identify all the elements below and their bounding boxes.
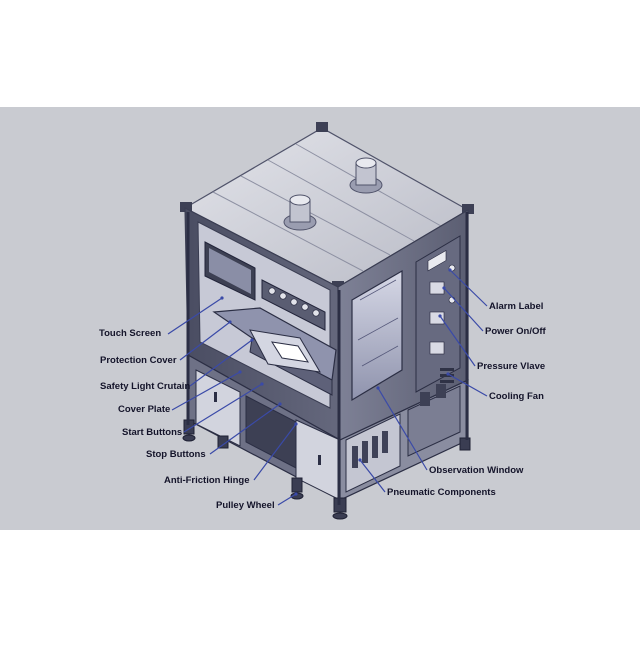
leader-line-anti-friction-hinge: [253, 423, 297, 481]
label-stop-buttons: Stop Buttons: [146, 449, 206, 460]
label-pressure-valve: Pressure Vlave: [477, 361, 546, 372]
label-safety-light-curtain: Safety Light Crutain: [100, 381, 191, 392]
label-observation-window: Observation Window: [429, 465, 524, 476]
leader-line-stop-buttons: [209, 403, 281, 455]
leader-dot-anti-friction-hinge: [294, 422, 298, 426]
label-protection-cover: Protection Cover: [100, 355, 177, 366]
label-pneumatic-components: Pneumatic Components: [387, 487, 496, 498]
leader-line-pressure-valve: [439, 315, 476, 367]
signal-tower-left: [283, 194, 317, 231]
cooling-fan-part: [440, 368, 454, 383]
leader-dot-safety-light-curtain: [250, 338, 254, 342]
leader-line-cooling-fan: [447, 373, 488, 397]
label-alarm-label: Alarm Label: [489, 301, 544, 312]
label-cover-plate: Cover Plate: [118, 404, 171, 415]
label-pulley-wheel: Pulley Wheel: [216, 500, 275, 511]
leader-dot-start-buttons: [260, 382, 264, 386]
leader-line-cover-plate: [171, 371, 241, 411]
leader-line-pneumatic-components: [359, 459, 386, 493]
leader-line-safety-light-curtain: [189, 339, 253, 387]
machine: [180, 122, 474, 520]
leader-line-observation-window: [377, 387, 428, 471]
leader-dot-pressure-valve: [438, 314, 442, 318]
leader-dot-alarm-label: [448, 268, 452, 272]
label-touch-screen: Touch Screen: [99, 328, 162, 339]
leader-dot-cooling-fan: [446, 372, 450, 376]
front-sub-cabinet: [195, 369, 241, 447]
leader-dot-pulley-wheel: [294, 492, 298, 496]
leader-line-touch-screen: [167, 297, 223, 335]
leader-dot-power-onoff: [442, 286, 446, 290]
leader-line-alarm-label: [449, 269, 488, 307]
leader-line-pulley-wheel: [277, 493, 297, 506]
leader-line-power-onoff: [443, 287, 484, 332]
signal-tower-right: [349, 157, 383, 194]
label-power-onoff: Power On/Off: [485, 326, 546, 337]
leader-dot-cover-plate: [238, 370, 242, 374]
leader-dot-stop-buttons: [278, 402, 282, 406]
label-cooling-fan: Cooling Fan: [489, 391, 544, 402]
leader-dot-protection-cover: [228, 320, 232, 324]
leader-lines: [167, 268, 488, 506]
leader-dot-observation-window: [376, 386, 380, 390]
label-start-buttons: Start Buttons: [122, 427, 183, 438]
label-anti-friction-hinge: Anti-Friction Hinge: [164, 475, 250, 486]
observation-window-part: [351, 269, 403, 402]
leader-line-start-buttons: [183, 383, 263, 433]
leader-dot-pneumatic-components: [358, 458, 362, 462]
leader-dot-touch-screen: [220, 296, 224, 300]
leader-line-protection-cover: [179, 321, 231, 361]
